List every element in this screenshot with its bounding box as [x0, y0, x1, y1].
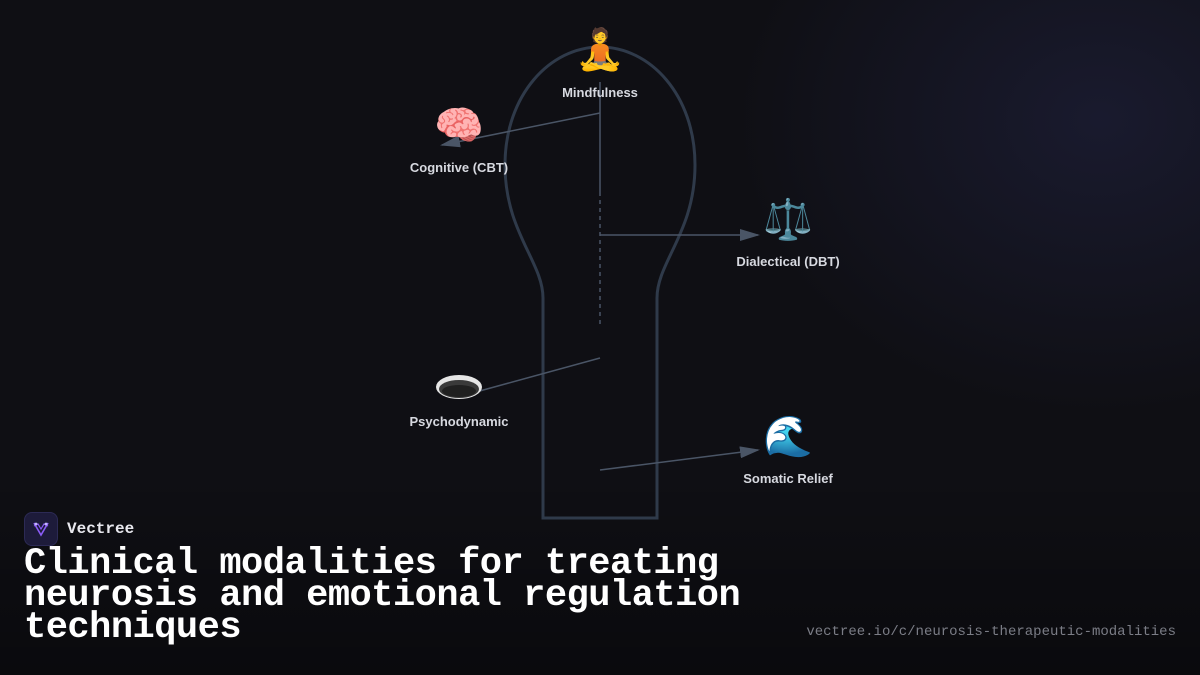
- page-url: vectree.io/c/neurosis-therapeutic-modali…: [806, 624, 1176, 640]
- head-outline: [503, 45, 697, 520]
- page-title: Clinical modalities for treating neurosi…: [24, 543, 741, 649]
- node-somatic: 🌊 Somatic Relief: [698, 413, 878, 486]
- arrow-to-cbt: [440, 112, 601, 148]
- node-dbt: ⚖️ Dialectical (DBT): [698, 196, 878, 269]
- node-label-cbt: Cognitive (CBT): [409, 160, 509, 175]
- couch-icon: [436, 375, 482, 399]
- node-mindfulness: 🧘 Mindfulness: [510, 26, 690, 100]
- node-label-somatic: Somatic Relief: [743, 471, 833, 486]
- balance-scale-icon: ⚖️: [763, 197, 813, 243]
- vectree-logo-icon: [24, 512, 58, 546]
- person-in-lotus-position-icon: 🧘: [575, 27, 625, 73]
- brain-icon: 🧠: [434, 103, 484, 149]
- psychodynamic-glyph: [369, 362, 549, 410]
- node-psychodynamic: Psychodynamic: [369, 362, 549, 429]
- brand-name: Vectree: [67, 520, 135, 538]
- arrow-to-somatic: [599, 446, 760, 471]
- node-cbt: 🧠 Cognitive (CBT): [369, 102, 549, 175]
- water-wave-icon: 🌊: [763, 414, 813, 460]
- connector-to-psychodynamic: [475, 357, 601, 393]
- node-label-psychodynamic: Psychodynamic: [409, 414, 509, 429]
- brand: Vectree: [24, 512, 134, 546]
- node-label-mindfulness: Mindfulness: [562, 85, 638, 100]
- node-label-dbt: Dialectical (DBT): [736, 254, 840, 269]
